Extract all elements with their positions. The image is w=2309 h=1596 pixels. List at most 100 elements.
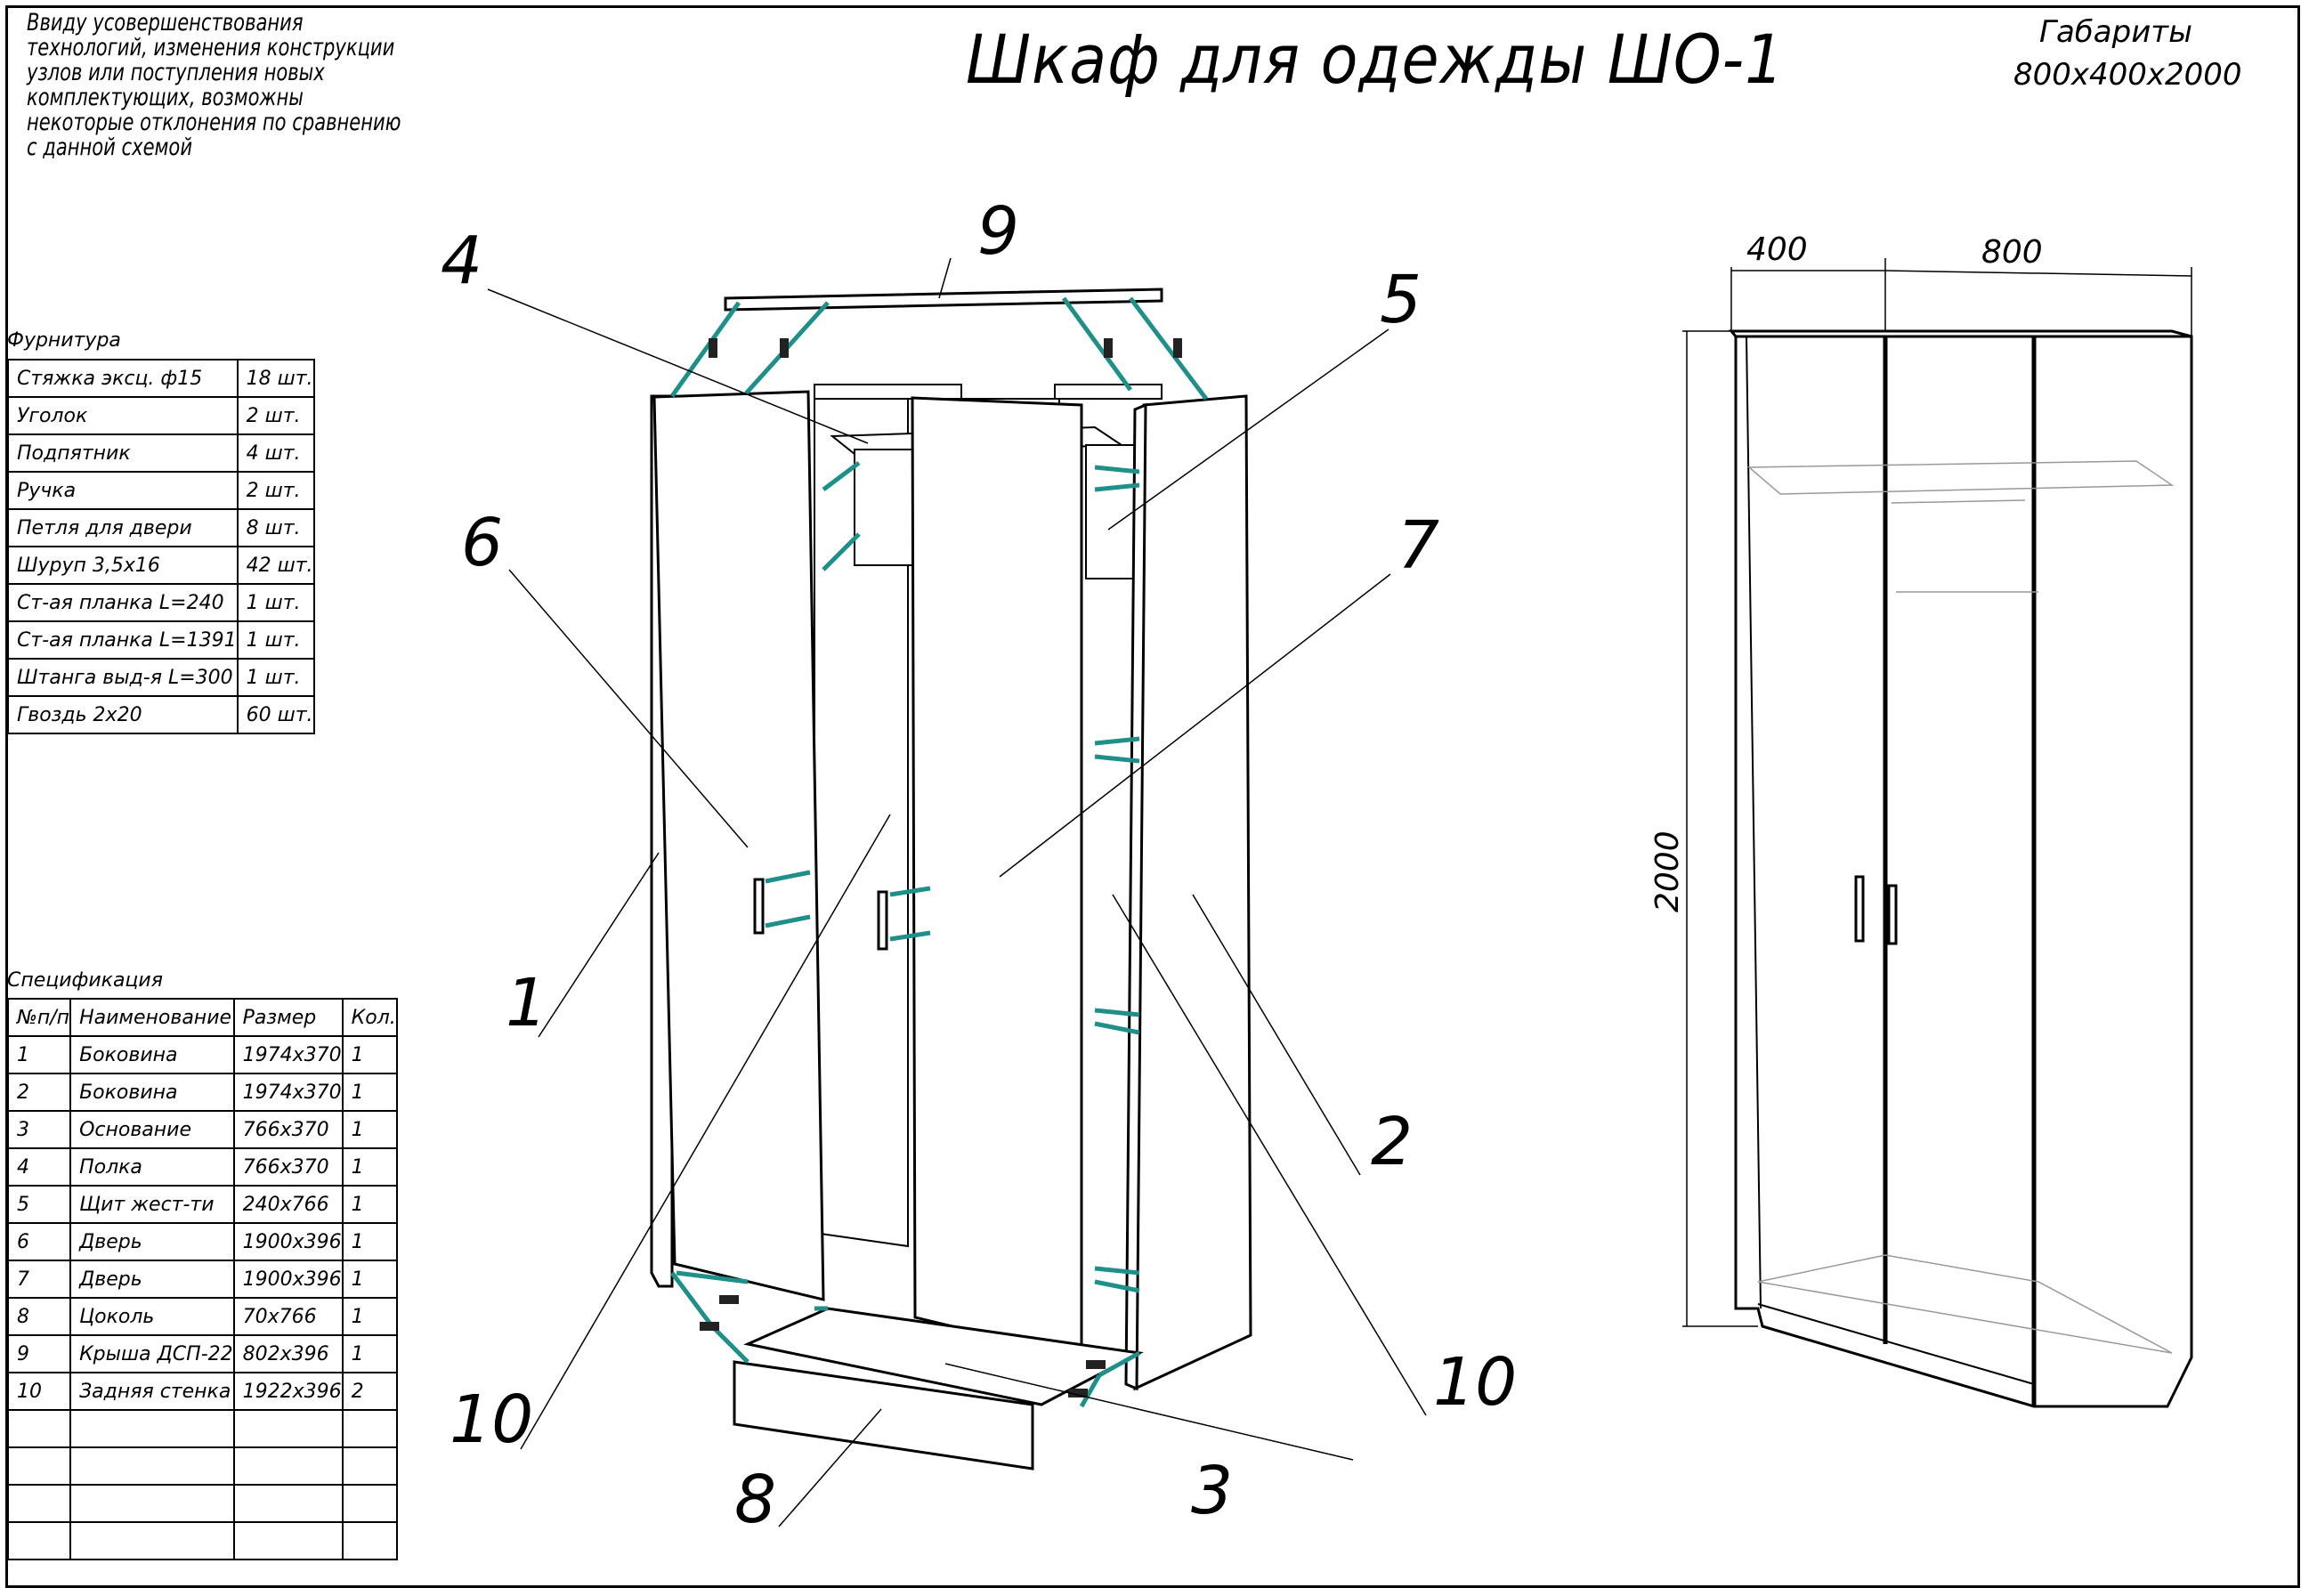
spec-cell: 1 [341,1222,398,1261]
callout-4: 4 [441,223,482,299]
callouts: 1 2 3 4 5 6 7 8 9 10 10 [441,193,1517,1538]
dimensions-block: Габариты 800х400х2000 [2013,11,2242,96]
callout-3: 3 [1191,1453,1233,1529]
disclaimer-note: Ввиду усовершенствования технологий, изм… [27,9,401,161]
spec-cell: 240х766 [232,1185,344,1224]
spec-cell [341,1521,398,1560]
door-handle-left [753,878,765,935]
rigidity-shield-right [1085,444,1140,579]
spec-cell: Основание [69,1110,235,1149]
spec-cell: Крыша ДСП-22 [69,1334,235,1373]
dim-width: 800 [1981,234,2043,271]
spec-cell [232,1409,344,1448]
spec-cell: 8 [6,1297,72,1336]
hardware-qty: 2 шт. [236,396,316,435]
dimension-labels: 400 800 2000 [1649,231,2043,912]
drawing-title: Шкаф для одежды ШО-1 [966,20,1785,99]
spec-cell: Цоколь [69,1297,235,1336]
hardware-qty: 60 шт. [236,695,316,734]
spec-cell: 3 [6,1110,72,1149]
spec-cell [341,1409,398,1448]
spec-cell: 10 [6,1372,72,1411]
spec-cell [6,1446,72,1486]
callout-7: 7 [1398,507,1439,584]
hardware-name: Стяжка эксц. ф15 [7,359,239,398]
assembled-view [1728,329,2193,1408]
spec-cell: 1 [341,1334,398,1373]
spec-cell [6,1484,72,1523]
spec-cell: Боковина [69,1035,235,1074]
hidden-lines [1747,460,2175,1354]
spec-cell [69,1446,235,1486]
hardware-name: Штанга выд-я L=300 [7,658,239,697]
dim-height: 2000 [1649,830,1686,912]
spec-cell: Щит жест-ти [69,1185,235,1224]
callout-5: 5 [1380,262,1422,338]
spec-cell [6,1521,72,1560]
spec-header-cell: №п/п [6,998,72,1037]
leader-lines [487,257,1427,1527]
hardware-qty: 2 шт. [236,471,316,510]
spec-header-cell: Кол. [341,998,398,1037]
spec-cell: 1900х396 [232,1222,344,1261]
dimensions-value: 800х400х2000 [2013,57,2242,93]
assembled-handle-right [1887,884,1898,945]
spec-cell: 1 [341,1260,398,1299]
spec-cell: 1 [341,1297,398,1336]
spec-cell: 2 [6,1073,72,1112]
spec-cell: Задняя стенка [69,1372,235,1411]
hardware-qty: 18 шт. [236,359,316,398]
spec-cell: 1 [341,1073,398,1112]
fastener-heads [700,338,1182,1398]
spec-cell: Дверь [69,1260,235,1299]
hardware-name: Ст-ая планка L=1391 [7,620,239,660]
fastener-lines [669,296,1208,1408]
top-back-strip [814,384,962,400]
spec-cell: 1922х396 [232,1372,344,1411]
spec-cell: 1 [341,1035,398,1074]
door-handle-right [877,890,888,951]
door-right [911,396,1083,1359]
spec-cell: 1974х370 [232,1073,344,1112]
hardware-qty: 1 шт. [236,658,316,697]
dim-depth: 400 [1746,231,1808,268]
exploded-view [650,288,1252,1470]
spec-cell: 1900х396 [232,1260,344,1299]
hardware-qty: 1 шт. [236,583,316,622]
dimension-lines [1682,258,2192,1327]
callout-8: 8 [734,1462,776,1538]
spec-cell [69,1521,235,1560]
roof-panel [724,288,1163,312]
hardware-name: Гвоздь 2х20 [7,695,239,734]
callout-10-right: 10 [1433,1344,1517,1421]
hardware-name: Ст-ая планка L=240 [7,583,239,622]
hardware-name: Петля для двери [7,508,239,547]
spec-header-cell: Наименование [69,998,235,1037]
assembled-body [1734,335,2193,1408]
spec-cell: 766х370 [232,1147,344,1187]
spec-cell: 7 [6,1260,72,1299]
right-side-edge [1124,402,1147,1391]
callout-10-left: 10 [450,1381,533,1458]
plinth-line [1757,1303,2035,1385]
hardware-name: Ручка [7,471,239,510]
hardware-name: Уголок [7,396,239,435]
hardware-qty: 1 шт. [236,620,316,660]
